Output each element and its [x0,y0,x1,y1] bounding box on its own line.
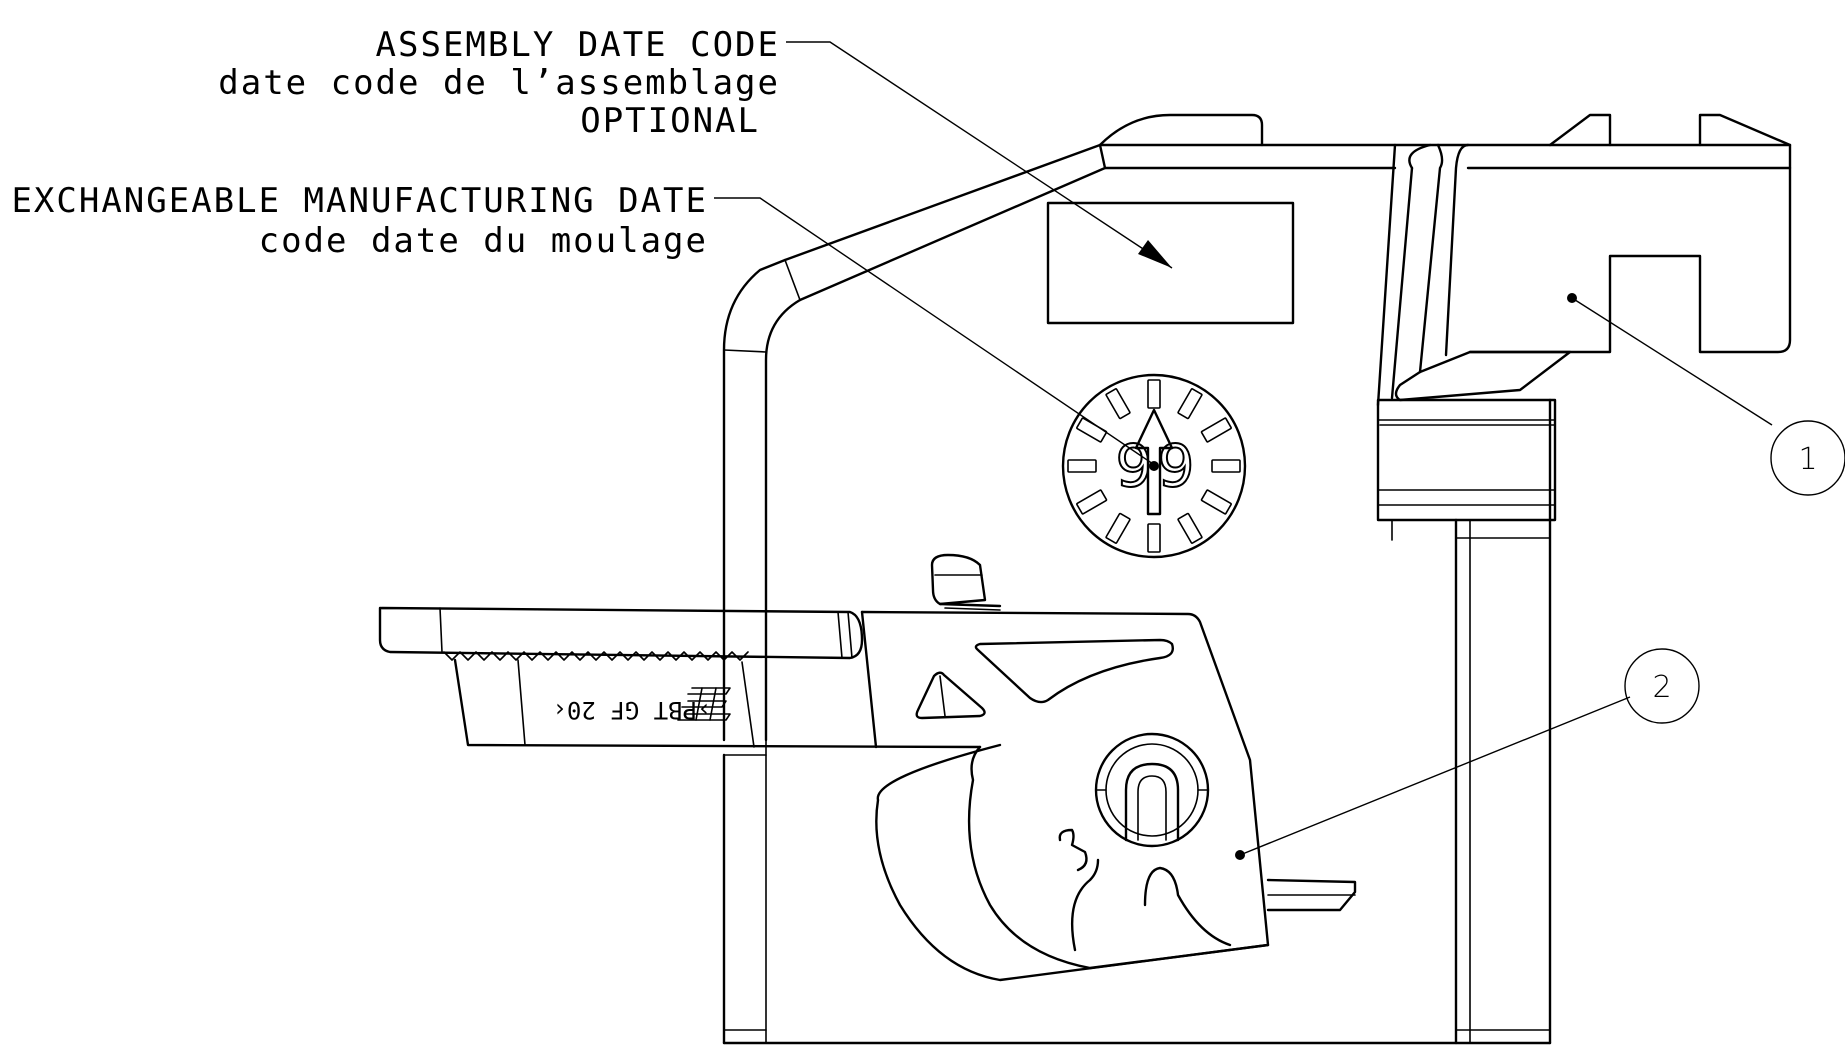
top-tab-left [1548,113,1612,147]
housing-body [722,113,1792,1045]
assembly-date-code-window [1046,201,1295,325]
date-dial: 9 9 [1061,373,1247,559]
exchangeable-label-line1: EXCHANGEABLE MANUFACTURING DATE [11,181,708,221]
balloon-1-label: 1 [1798,442,1817,477]
collar-ring [1376,398,1557,522]
lever-lower-plate [453,658,982,749]
lever-notch [1058,828,1088,872]
assembly-label-line2: date code de l’assemblage [218,63,780,103]
lever-side-tab [1266,878,1357,912]
housing-left-wall-inner [764,298,802,742]
lever-serration [443,651,749,661]
date-dial-tick [1177,388,1203,420]
housing-roof [783,143,1107,302]
date-dial-tick [1200,489,1232,515]
assembly-date-code-callout: ASSEMBLY DATE CODE date code de l’assemb… [218,25,1173,269]
date-dial-right-digit: 9 [1158,432,1195,500]
date-dial-tick [1177,512,1203,544]
date-dial-tick [1067,459,1097,473]
balloon-1: 1 [1571,297,1845,496]
lever-pivot-slot [1124,762,1180,842]
lever-cam-lower-arc [967,745,1270,970]
lever-triangle-cutout [915,671,986,720]
balloon-2-leader [1239,696,1631,856]
exchangeable-label-line2: code date du moulage [259,221,708,261]
date-dial-ticks [1067,379,1241,553]
housing-left-wall-outer [722,258,787,742]
latch-block [1468,113,1792,354]
lever-cam-body [860,610,1270,982]
date-dial-outline [1061,373,1247,559]
date-dial-tick [1076,489,1108,515]
housing-top-hump [1098,113,1264,147]
assembly-leader-line [786,41,1173,269]
date-dial-left-digit: 9 [1116,432,1153,500]
date-dial-tick [1211,459,1241,473]
balloon-1-leader [1571,297,1773,426]
lever-assembly: ›PBT GF 20‹ [378,553,1357,982]
date-dial-arrow [1134,408,1174,516]
lever-lock-button [930,553,987,606]
date-dial-tick [1200,417,1232,443]
date-dial-center-dot [1149,461,1159,471]
lever-pivot-outer [1094,732,1210,848]
assembly-label-line3: OPTIONAL [580,101,760,141]
date-dial-tick [1105,388,1131,420]
date-dial-tick [1147,379,1161,409]
lever-slot-cutout [974,638,1174,704]
collar-flange [1394,350,1572,402]
balloon-2: 2 [1239,648,1700,856]
te-logo-icon [677,687,731,721]
assembly-leader-arrow [1138,240,1172,268]
assembly-label-line1: ASSEMBLY DATE CODE [376,25,780,65]
exchangeable-date-callout: EXCHANGEABLE MANUFACTURING DATE code dat… [11,181,1157,467]
balloon-1-circle [1770,420,1845,496]
lever-handle-bar [378,606,864,660]
date-dial-tick [1076,417,1108,443]
date-dial-tick [1147,523,1161,553]
balloon-2-circle [1624,648,1700,724]
exchangeable-leader-line [714,197,1157,467]
date-dial-tick [1105,512,1131,544]
balloon-2-label: 2 [1652,670,1671,705]
